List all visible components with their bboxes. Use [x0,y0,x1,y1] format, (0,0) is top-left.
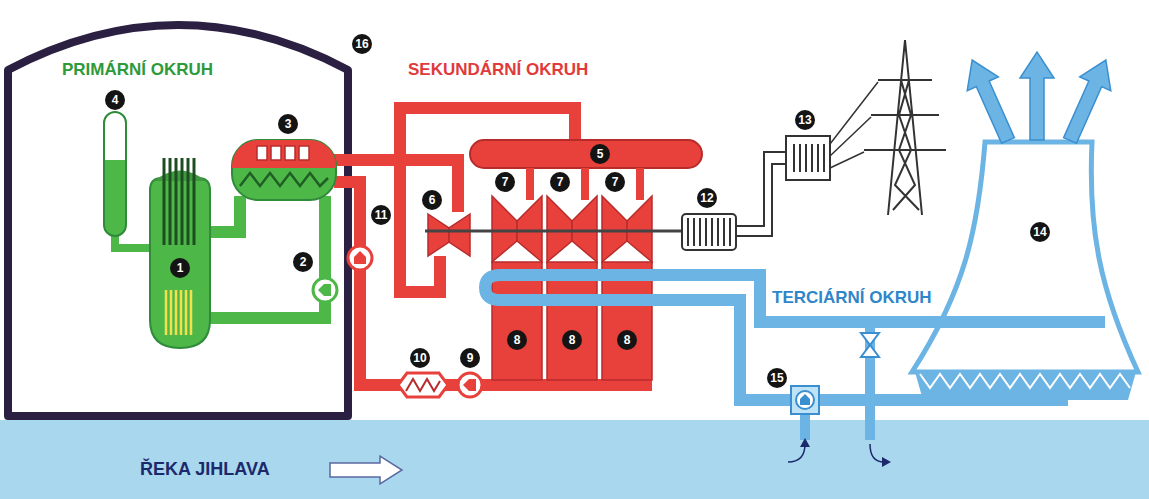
condensate-pump [458,373,482,397]
fuel-rod [165,290,168,335]
control-rod [193,158,196,245]
callout-number: 8 [507,330,527,350]
callout-number: 8 [562,330,582,350]
callout-number: 15 [767,368,787,388]
pump-arrow [800,394,810,405]
reactor-head [154,171,206,182]
cold-leg-pipe [205,196,325,318]
control-rod [169,158,172,245]
generator-ribs [688,218,730,246]
pressurizer-steam-space [105,113,125,160]
circuit-label: SEKUNDÁRNÍ OKRUH [408,60,588,80]
callout-number: 2 [293,252,313,272]
river-name: ŘEKA JIHLAVA [140,458,270,480]
steam-separator [271,146,281,160]
circuit-label: PRIMÁRNÍ OKRUH [62,60,213,80]
lp-turbine [572,196,597,262]
river-band: ŘEKA JIHLAVA [0,420,1149,499]
callout-number: 4 [105,90,125,110]
feedwater-heater [398,373,448,397]
cooling-pump-housing [791,386,819,414]
callout-number: 1 [170,258,190,278]
cooling-fill [920,374,1130,388]
callout-number: 7 [495,172,515,192]
callout-number: 11 [371,205,391,225]
pump-arrow [354,251,366,264]
turbine-shaft [425,230,682,233]
callout-number: 14 [1030,222,1050,242]
cooling-water-pipe [485,275,1105,322]
power-pylon [864,40,946,215]
callout-number: 8 [617,330,637,350]
transformer-coils [794,144,824,172]
cooling-tower [912,142,1138,372]
valve [861,333,879,345]
steam-separator [299,146,309,160]
control-rod [187,158,190,245]
steam-reheater [470,140,702,168]
control-rod [181,158,184,245]
power-wire [736,164,786,236]
pressurizer [104,112,126,236]
cooling-pump [796,391,814,409]
callout-number: 3 [278,114,298,134]
vapour-arrow [957,53,1024,147]
callout-number: 7 [550,172,570,192]
feedwater-pipe [334,182,652,385]
heat-exchanger-tubes [240,173,328,186]
callout-number: 12 [697,188,717,208]
hp-turbine [428,214,449,256]
fuel-rod [175,290,178,335]
reactor-vessel [150,178,210,348]
callout-number: 7 [605,172,625,192]
generator [682,214,736,250]
callout-number: 13 [795,110,815,130]
flow-arrow [870,444,884,462]
steam-pipe [581,168,589,200]
pump-arrow [463,379,476,391]
arrow-head [800,438,810,447]
callout-number: 5 [590,144,610,164]
heater-coil [406,379,440,391]
feedwater-pump [348,246,372,270]
steam-generator [232,140,336,200]
fuel-rod [170,290,173,335]
lp-turbine [492,196,517,262]
vapour-arrow [1055,53,1122,147]
lp-turbine [627,196,652,262]
lp-turbine [517,196,542,262]
lp-turbine [602,196,627,262]
control-rod [163,158,166,245]
steam-generator-secondary-side [232,140,336,168]
steam-separator [285,146,295,160]
callout-number: 10 [410,348,430,368]
cooling-water-pipe [740,294,1062,400]
lp-turbine [547,196,572,262]
pump-arrow [318,284,331,296]
hp-turbine [449,214,470,256]
vapour-arrow [1020,52,1054,140]
fuel-rod [190,290,193,335]
coolant-pump [313,278,337,302]
valve [861,345,879,357]
control-rod [175,158,178,245]
callout-number: 9 [460,348,480,368]
transmission-line [830,82,878,168]
fuel-rod [185,290,188,335]
fuel-rod [180,290,183,335]
arrow-head [882,457,891,467]
containment-outline [8,25,348,416]
circuit-label: TERCIÁRNÍ OKRUH [772,288,932,308]
steam-pipe [526,168,534,200]
river-flow-arrow [330,456,402,484]
callout-number: 16 [352,34,372,54]
callout-number: 6 [422,190,442,210]
steam-separator [257,146,267,160]
steam-pipe [636,168,644,200]
transformer [786,136,830,180]
